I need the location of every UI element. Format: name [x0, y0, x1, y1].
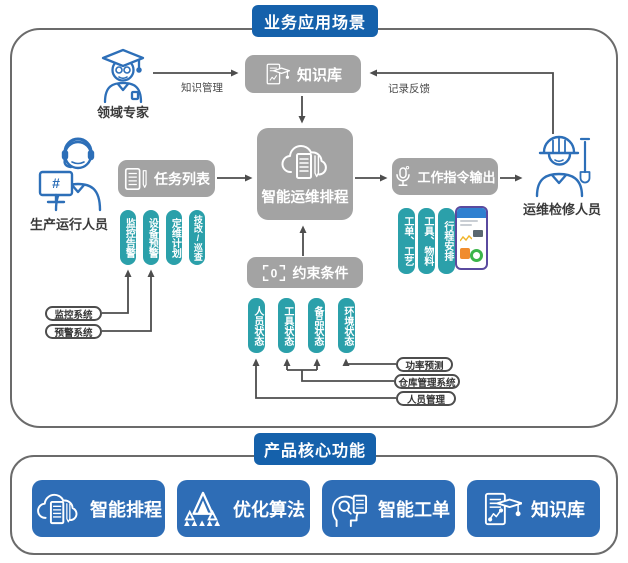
tag-monitoring-alarm: 监控告警 — [120, 210, 136, 265]
document-graduation-cap-icon — [484, 492, 522, 525]
focus-brackets-icon: 0 — [262, 264, 285, 281]
phone-header — [457, 208, 486, 218]
constraints-node: 0 约束条件 — [247, 257, 363, 288]
knowledge-base-node: 知识库 — [245, 55, 361, 93]
feature-intelligent-scheduling: 智能排程 — [32, 480, 165, 537]
cloud-document-icon — [37, 493, 78, 524]
cloud-document-icon — [281, 144, 327, 179]
headset-operator-icon: # — [38, 137, 102, 212]
tag-workorder-process: 工单、工艺 — [398, 208, 415, 274]
task-list-node: 任务列表 — [118, 160, 215, 197]
tag-spare-status: 备品状态 — [308, 298, 325, 353]
knowledge-mgmt-edge-label: 知识管理 — [181, 82, 223, 94]
phone-dark-panel — [473, 230, 483, 237]
tag-tools-materials: 工具、物料 — [418, 208, 435, 274]
operator-label: 生产运行人员 — [29, 217, 108, 232]
phone-chart-line — [460, 234, 472, 242]
feature-label: 优化算法 — [233, 499, 305, 520]
mobile-app-screenshot — [455, 206, 488, 270]
task-list-label: 任务列表 — [154, 170, 210, 187]
feature-knowledge-base: 知识库 — [467, 480, 600, 537]
maintainer-label: 运维检修人员 — [522, 202, 601, 217]
system-monitoring: 监控系统 — [45, 306, 102, 321]
feature-label: 智能排程 — [90, 499, 162, 520]
expert-label: 领域专家 — [96, 105, 149, 120]
system-power-forecast: 功率预测 — [396, 357, 453, 372]
document-graduation-cap-icon — [266, 63, 290, 85]
tag-maintenance-plan: 定维计划 — [166, 210, 182, 265]
clipboard-pencil-icon — [124, 167, 147, 190]
svg-text:#: # — [52, 175, 60, 191]
knowledge-base-label: 知识库 — [296, 66, 342, 84]
system-personnel-mgmt: 人员管理 — [396, 391, 456, 406]
feature-label: 知识库 — [531, 499, 585, 520]
system-warning: 预警系统 — [45, 324, 102, 339]
constraints-label: 约束条件 — [292, 264, 349, 281]
scheduling-label: 智能运维排程 — [261, 189, 349, 206]
tag-environment-status: 环境状态 — [338, 298, 355, 353]
feature-intelligent-workorder: 智能工单 — [322, 480, 455, 537]
phone-progress-ring — [470, 249, 483, 262]
feature-label: 智能工单 — [378, 499, 450, 520]
graduate-person-icon — [101, 48, 145, 104]
instruction-output-label: 工作指令输出 — [417, 170, 496, 185]
scheduling-node: 智能运维排程 — [257, 128, 353, 220]
system-warehouse-mgmt: 仓库管理系统 — [394, 374, 460, 389]
microphone-icon — [396, 165, 411, 186]
phone-text-line — [460, 220, 478, 222]
tag-equipment-warning: 设备预警 — [143, 210, 159, 265]
head-document-icon — [331, 494, 367, 527]
tag-personnel-status: 人员状态 — [248, 298, 265, 353]
construction-worker-icon — [535, 135, 591, 198]
svg-text:0: 0 — [270, 266, 277, 280]
phone-orange-card — [460, 248, 470, 259]
feature-optimization-algorithm: 优化算法 — [177, 480, 310, 537]
tag-retrofit-inspection: 技改/巡查 — [189, 210, 205, 265]
mountains-icon — [184, 491, 221, 526]
phone-text-line — [460, 224, 472, 226]
bottom-section-title: 产品核心功能 — [254, 433, 376, 465]
tag-schedule: 行程安排 — [438, 208, 455, 274]
instruction-output-node: 工作指令输出 — [392, 158, 498, 195]
record-feedback-edge-label: 记录反馈 — [388, 83, 430, 95]
top-section-title: 业务应用场景 — [252, 5, 378, 37]
tag-tool-status: 工具状态 — [278, 298, 295, 353]
